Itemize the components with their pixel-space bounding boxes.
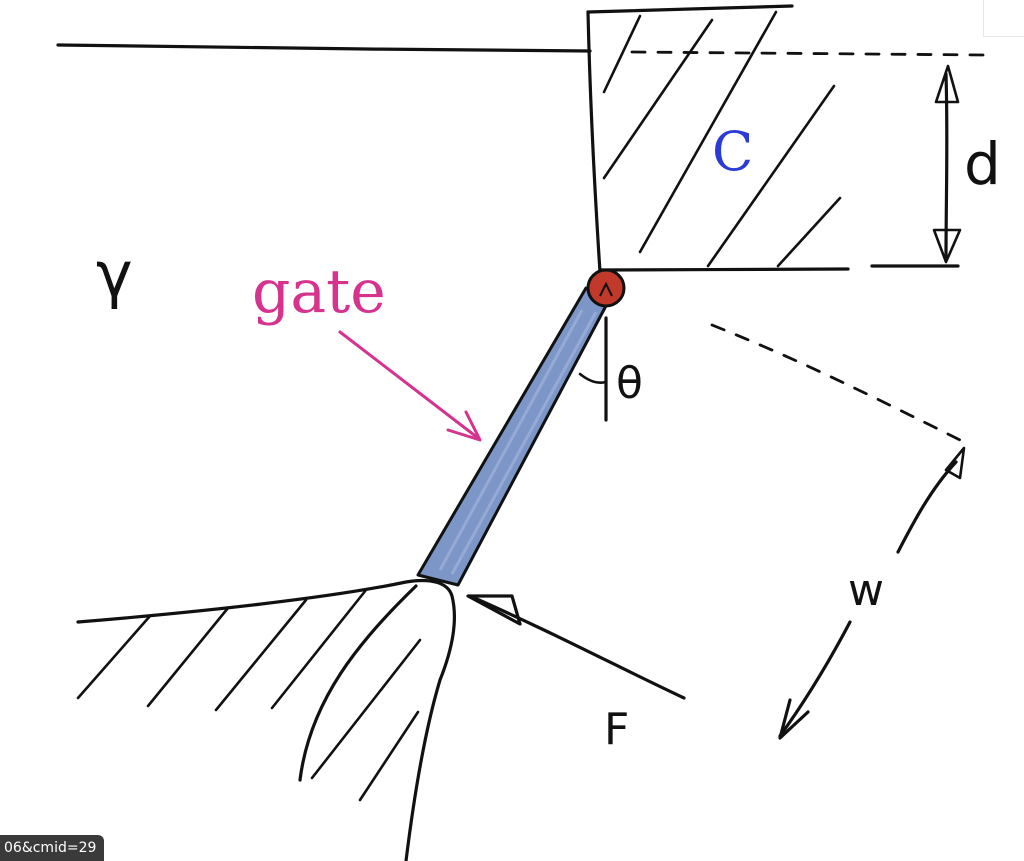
gate-pointer-arrow <box>338 330 482 442</box>
water-surface-line <box>56 43 592 53</box>
depth-dimension-arrow <box>932 64 962 264</box>
force-arrow <box>466 594 686 700</box>
depth-label: d <box>964 130 1001 198</box>
container-block-bottom <box>598 267 850 272</box>
container-block-outline <box>586 4 794 14</box>
floor-hatching <box>76 588 422 802</box>
fluid-specific-weight-label: γ <box>96 238 133 311</box>
force-label: F <box>604 704 629 755</box>
depth-dashed-top <box>630 50 986 57</box>
width-label: w <box>848 565 884 616</box>
gate-texture <box>438 309 598 575</box>
angle-indicator <box>578 316 608 422</box>
width-dimension-arrow <box>778 446 966 740</box>
floor-surface <box>76 578 456 861</box>
status-chip: 06&cmid=29 <box>0 835 105 861</box>
hinge <box>586 268 626 308</box>
width-dashed-line <box>710 323 970 446</box>
floor-lower-edge <box>298 584 418 782</box>
gate-label: gate <box>252 257 386 327</box>
container-hatching <box>602 10 842 268</box>
container-block-left-wall <box>586 10 602 274</box>
container-label: C <box>712 120 753 183</box>
angle-label: θ <box>616 358 643 409</box>
window-corner <box>983 0 1024 37</box>
